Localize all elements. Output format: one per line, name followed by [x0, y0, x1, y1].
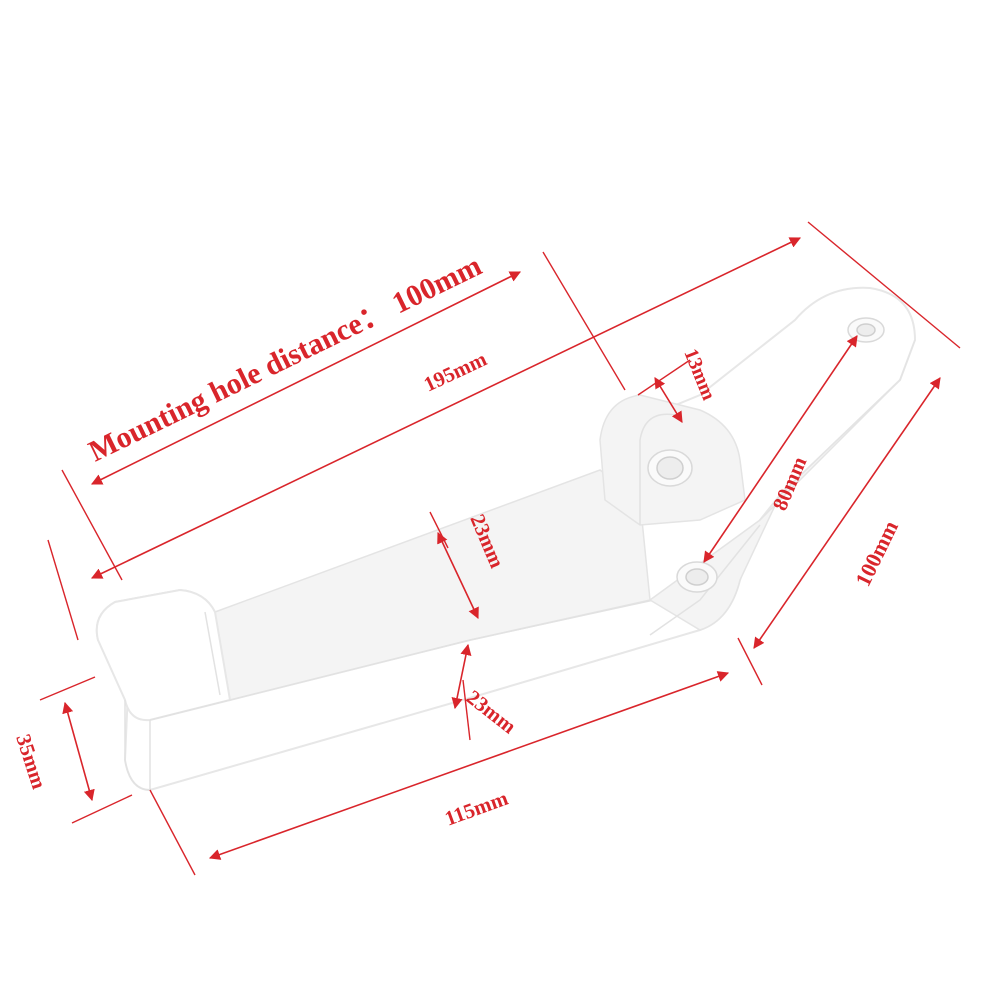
clamp-edge — [124, 700, 151, 791]
mounting-distance-title: Mounting hole distance： 100mm — [84, 249, 487, 468]
end-width-ext — [737, 637, 763, 686]
arm-height-upper-ext — [429, 511, 449, 549]
clamp-left-ext — [47, 539, 79, 641]
arm-height-lower-label: 23mm — [462, 685, 521, 739]
bolt-spacing-ext — [637, 359, 691, 396]
overall-length-ext-left — [61, 469, 123, 581]
clamp-height-arrow — [62, 701, 95, 802]
overall-length-label: 195mm — [420, 346, 491, 396]
mounting-hole-lower — [676, 561, 718, 593]
mounting-distance-ext-right — [542, 251, 626, 391]
dimension-lines — [39, 221, 961, 876]
clamp-height-ext-bottom — [71, 794, 133, 824]
clamp-block — [95, 588, 232, 722]
arm-height-upper-arrow — [437, 531, 479, 620]
clamp-height-ext-top — [39, 676, 96, 701]
end-width-label: 100mm — [850, 517, 903, 591]
mounting-hole-upper — [847, 317, 885, 343]
clamp-height-label: 35mm — [11, 731, 51, 792]
overall-length-arrow — [90, 237, 802, 579]
overall-length-ext-right — [807, 221, 961, 349]
bolt-spacing-label: 13mm — [679, 346, 719, 404]
bottom-length-ext-left — [149, 789, 196, 876]
bolt-spacing-arrow — [654, 377, 683, 423]
threaded-hole — [647, 449, 693, 487]
end-width-arrow — [753, 377, 941, 649]
bottom-length-arrow — [208, 671, 730, 860]
bottom-length-label: 115mm — [442, 786, 512, 831]
